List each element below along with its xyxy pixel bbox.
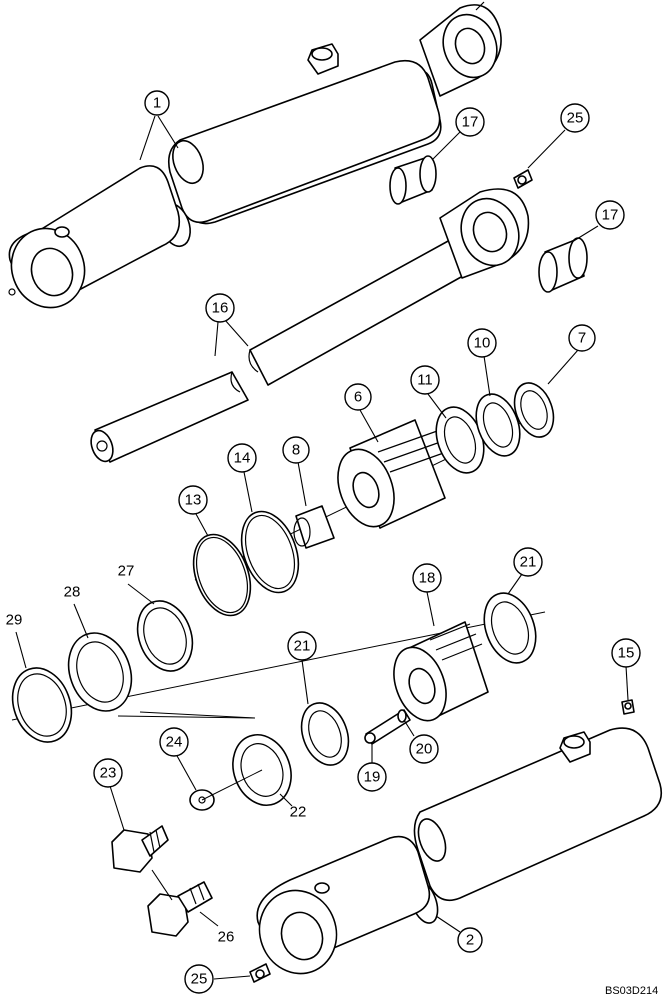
svg-text:13: 13: [185, 492, 202, 509]
svg-text:16: 16: [212, 300, 229, 317]
piston-6: [337, 419, 453, 529]
cylinder-barrel-assembly: [8, 1, 502, 309]
callout-11: 11: [410, 365, 440, 395]
callout-25-upper: 25: [560, 103, 590, 133]
ring-21-right: [483, 592, 537, 664]
svg-text:17: 17: [602, 207, 619, 224]
o-ring-20: [397, 709, 407, 723]
callout-7: 7: [568, 324, 596, 352]
svg-text:27: 27: [118, 563, 135, 580]
svg-text:28: 28: [64, 584, 81, 601]
bushing-17-upper: [389, 155, 437, 205]
svg-text:14: 14: [234, 450, 251, 467]
bleeder-15: [621, 699, 635, 715]
svg-text:20: 20: [416, 741, 433, 758]
bolt-23: [111, 825, 169, 873]
callout-8: 8: [282, 436, 310, 464]
svg-text:6: 6: [354, 389, 362, 406]
callout-2: 2: [457, 927, 483, 953]
ring-29: [11, 667, 73, 743]
reference-code: BS03D214: [605, 985, 658, 997]
callout-17-lower: 17: [595, 200, 625, 230]
svg-text:10: 10: [474, 335, 491, 352]
callout-19: 19: [357, 762, 387, 792]
callout-21-right: 21: [513, 547, 543, 577]
callout-24: 24: [159, 727, 189, 757]
svg-text:7: 7: [578, 330, 586, 347]
spacer-8: [295, 505, 335, 549]
callout-26: 26: [218, 929, 235, 946]
grease-fitting-25-upper: [513, 169, 533, 189]
callout-23: 23: [93, 758, 123, 788]
gland-18: [393, 621, 489, 722]
svg-text:26: 26: [218, 929, 235, 946]
grease-fitting-25-lower: [249, 963, 271, 983]
bolt-26: [147, 881, 213, 937]
svg-text:29: 29: [6, 612, 23, 629]
callout-25-lower: 25: [184, 964, 214, 994]
svg-text:1: 1: [153, 95, 161, 112]
svg-text:23: 23: [100, 765, 117, 782]
svg-text:25: 25: [191, 971, 208, 988]
svg-text:25: 25: [567, 110, 584, 127]
callout-29: 29: [6, 612, 23, 629]
callout-10: 10: [467, 328, 497, 358]
svg-text:24: 24: [166, 734, 183, 751]
callouts: 1 2 6 7 8 10 11 13: [6, 90, 641, 994]
svg-text:11: 11: [417, 372, 433, 389]
callout-15: 15: [611, 638, 641, 668]
svg-text:15: 15: [618, 645, 635, 662]
svg-text:2: 2: [466, 932, 474, 949]
svg-text:21: 21: [294, 638, 311, 655]
callout-27: 27: [118, 563, 135, 580]
bushing-17-lower: [538, 237, 588, 293]
callout-13: 13: [178, 485, 208, 515]
svg-text:19: 19: [364, 769, 381, 786]
ring-7: [513, 382, 555, 438]
svg-text:21: 21: [520, 554, 537, 571]
callout-22: 22: [290, 804, 307, 821]
leader-lines: [15, 115, 629, 980]
piston-rod-assembly: [90, 188, 530, 463]
svg-text:8: 8: [292, 442, 300, 459]
ring-27: [136, 600, 194, 672]
cylinder-barrel-assembly-lower: [256, 727, 663, 975]
callout-16: 16: [205, 293, 235, 323]
svg-text:17: 17: [462, 114, 479, 131]
callout-20: 20: [409, 734, 439, 764]
svg-text:18: 18: [419, 570, 436, 587]
callout-21-left: 21: [287, 631, 317, 661]
callout-17-upper: 17: [455, 107, 485, 137]
callout-18: 18: [412, 563, 442, 593]
ring-21-left: [300, 702, 350, 766]
callout-28: 28: [64, 584, 81, 601]
svg-text:22: 22: [290, 804, 307, 821]
callout-6: 6: [344, 383, 372, 411]
callout-14: 14: [227, 443, 257, 473]
callout-1: 1: [144, 90, 170, 116]
wear-ring-10: [475, 393, 521, 457]
